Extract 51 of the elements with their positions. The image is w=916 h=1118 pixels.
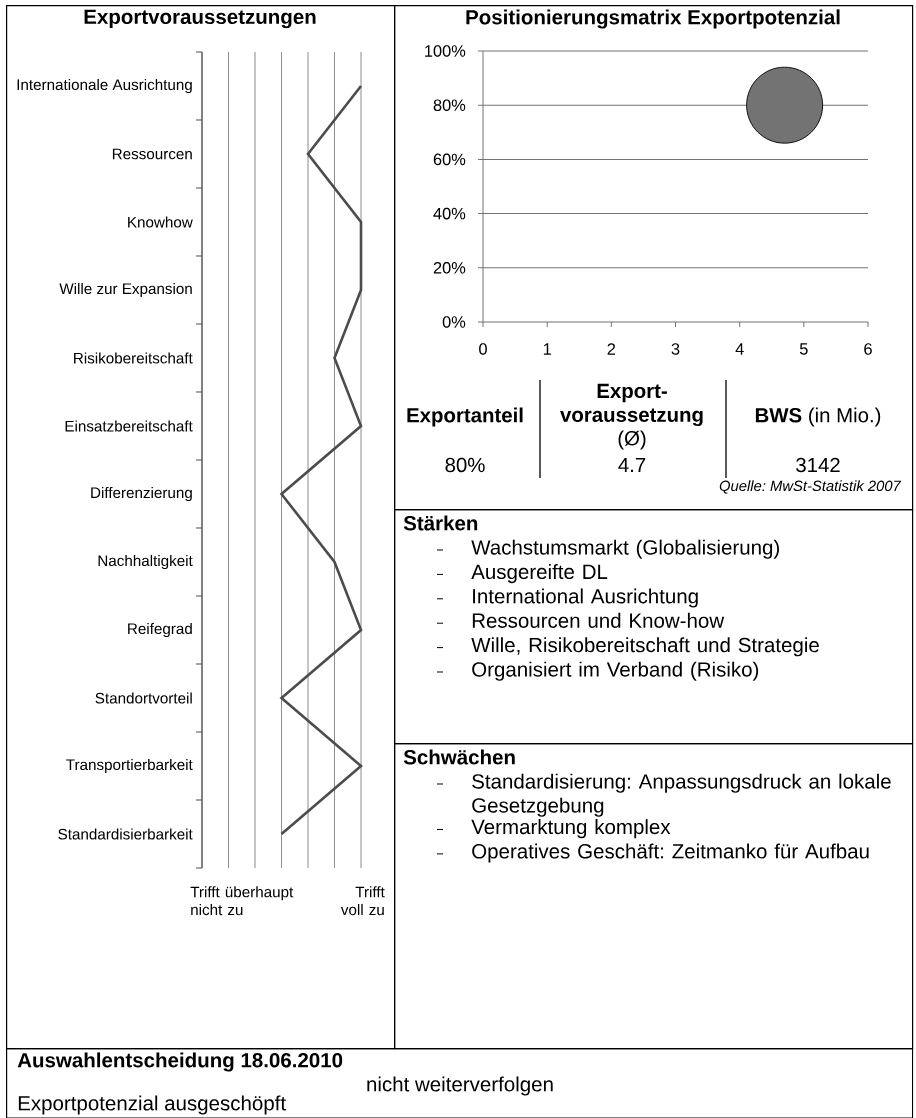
panel-heading: Positionierungsmatrix Exportpotenzial (466, 9, 840, 29)
category-label: Wille zur Expansion (59, 282, 192, 298)
column-header: Export- voraussetzung (560, 383, 703, 427)
axis-tick-label: 1 (543, 343, 551, 355)
scale-label: Trifft überhaupt nicht zu (190, 886, 294, 916)
list-item: International Ausrichtung (473, 588, 698, 608)
column-header: Exportanteil (407, 407, 523, 427)
panel-heading: Stärken (403, 515, 478, 531)
list-item: Standardisierung: Anpassungsdruck an lokale Gesetzgebung (472, 773, 891, 817)
category-label: Risikobereitschaft (74, 352, 193, 364)
axis-tick-label: 60% (433, 153, 466, 166)
decision-text: nicht weiterverfolgen (367, 1076, 553, 1096)
panel-heading: Auswahlentscheidung 18.06.2010 (17, 1052, 343, 1072)
category-label: Standortvorteil (95, 692, 192, 704)
axis-tick-label: 100% (425, 45, 466, 57)
list-item: Wachstumsmarkt (Globalisierung) (471, 539, 779, 559)
axis-tick-label: 0% (442, 316, 466, 328)
axis-tick-label: 3 (671, 343, 680, 355)
category-label: Knowhow (128, 216, 193, 228)
column-header: BWS (in Mio.) (755, 407, 881, 427)
table-value: 4.7 (618, 457, 646, 472)
axis-tick-label: 5 (799, 343, 808, 355)
list-item: Ausgereifte DL (471, 564, 608, 584)
list-item: Wille, Risikobereitschaft und Strategie (471, 637, 819, 657)
axis-tick-label: 2 (607, 343, 616, 355)
axis-tick-label: 40% (433, 207, 466, 220)
list-item: Ressourcen und Know-how (472, 612, 725, 628)
category-label: Einsatzbereitschaft (65, 420, 193, 432)
category-label: Nachhaltigkeit (98, 554, 193, 570)
list-item: Organisiert im Verband (Risiko) (472, 661, 759, 681)
category-label: Internationale Ausrichtung (17, 78, 192, 94)
column-header: (Ø) (618, 430, 646, 450)
scale-label: Trifft voll zu (340, 886, 385, 916)
category-label: Ressourcen (112, 148, 192, 160)
axis-tick-label: 6 (864, 343, 872, 355)
axis-tick-label: 0 (479, 343, 487, 355)
axis-tick-label: 80% (433, 99, 466, 111)
list-item: Operatives Geschäft: Zeitmanko für Aufbau (472, 843, 869, 863)
list-item: Vermarktung komplex (471, 819, 671, 839)
table-value: 3142 (796, 457, 840, 473)
category-label: Differenzierung (91, 486, 192, 502)
source-note: Quelle: MwSt-Statistik 2007 (719, 480, 902, 494)
category-label: Standardisierbarkeit (58, 828, 193, 840)
category-label: Transportierbarkeit (66, 758, 193, 774)
decision-text: Exportpotenzial ausgeschöpft (18, 1095, 286, 1115)
panel-heading: Schwächen (403, 749, 515, 765)
axis-tick-label: 20% (433, 262, 466, 274)
table-value: 80% (445, 457, 485, 473)
panel-heading: Exportvoraussetzungen (84, 9, 316, 29)
category-label: Reifegrad (128, 622, 192, 638)
axis-tick-label: 4 (735, 343, 744, 355)
